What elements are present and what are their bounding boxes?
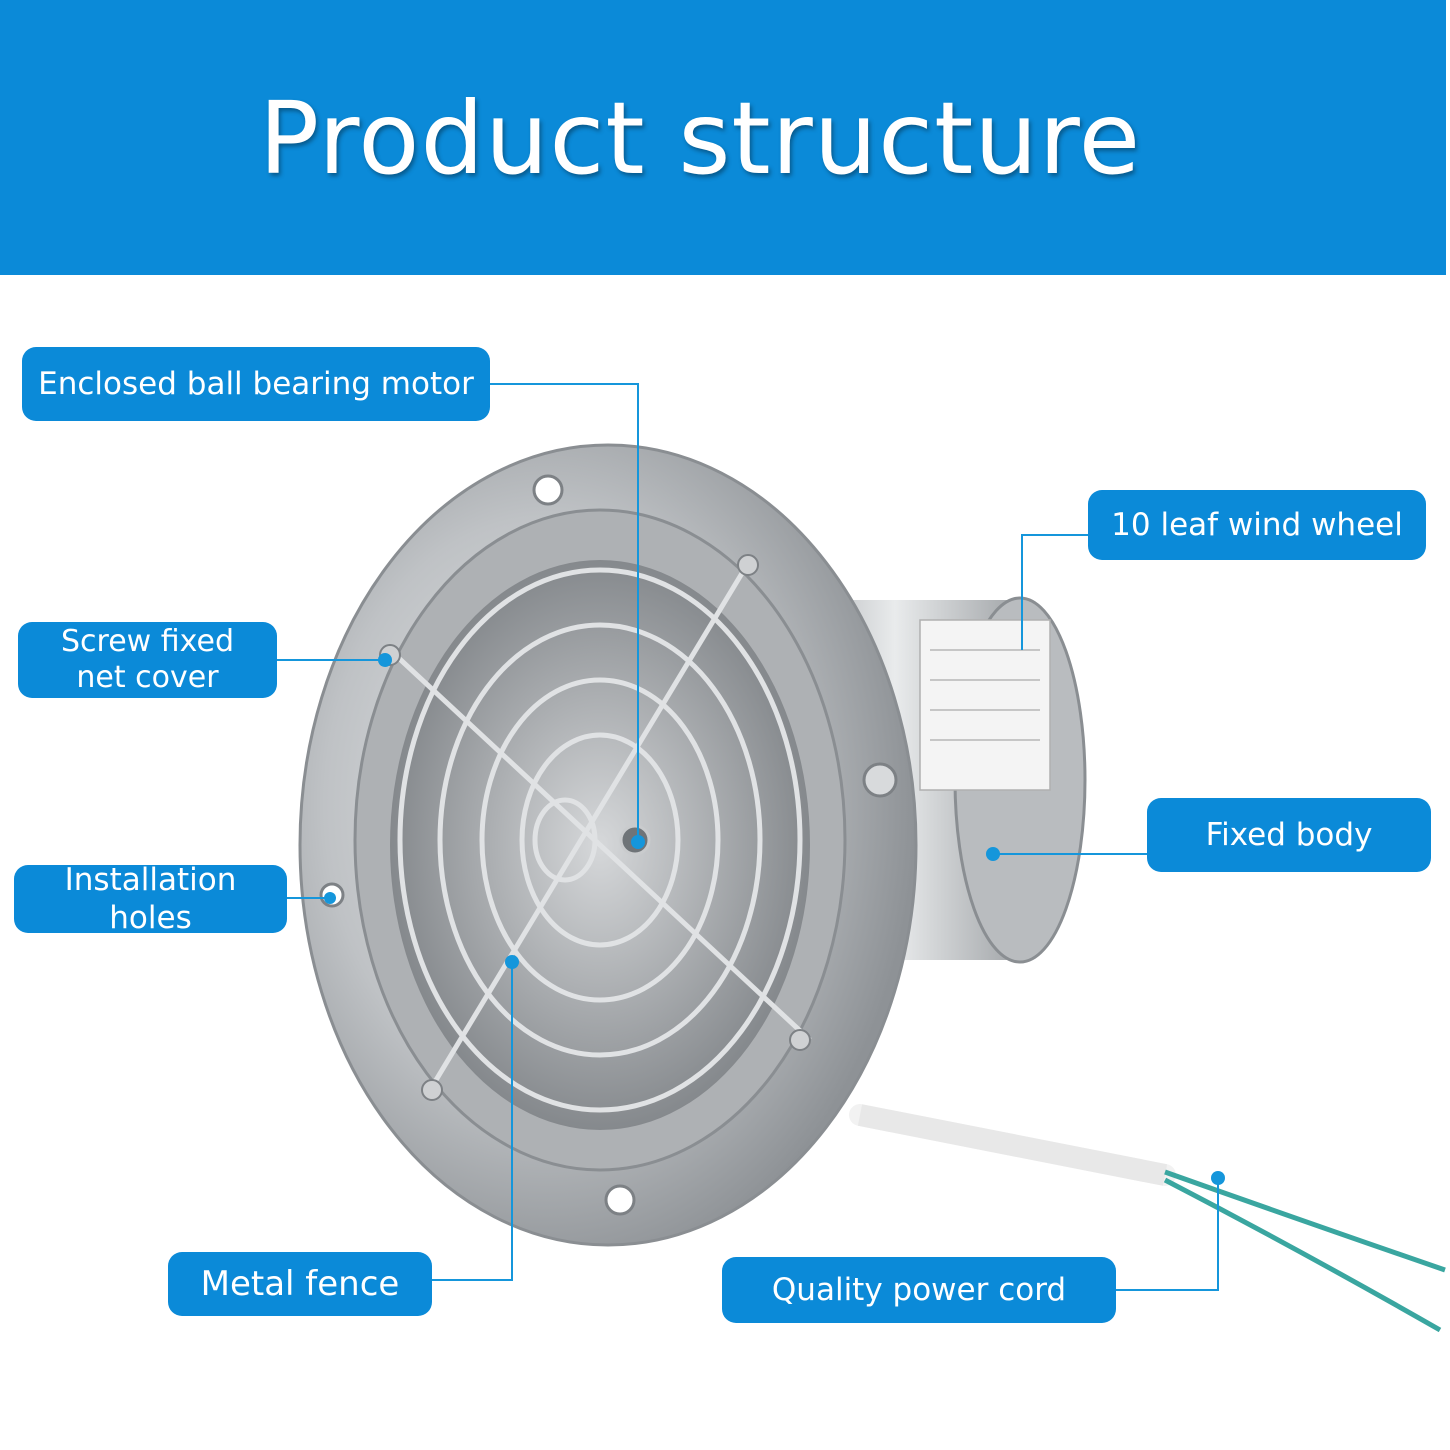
mounting-hole-icon [604, 1184, 636, 1216]
screw-icon [862, 762, 898, 798]
fan-flange [298, 443, 918, 1247]
callout-enclosed-motor: Enclosed ball bearing motor [22, 347, 490, 421]
page-title: Product structure [258, 80, 1142, 197]
callout-installation-holes: Installation holes [14, 862, 287, 936]
rating-label [919, 619, 1051, 791]
callout-label: Enclosed ball bearing motor [38, 366, 474, 402]
callout-power-cord: Quality power cord [722, 1257, 1116, 1323]
guard-screws [379, 554, 811, 1101]
power-cord [849, 1104, 1446, 1333]
callout-label: Screw fixed net cover [61, 624, 234, 695]
callout-label: Metal fence [200, 1264, 400, 1304]
screw-icon [789, 1029, 811, 1051]
callout-screw-fixed-net-cover: Screw fixed net cover [18, 622, 277, 698]
leader-lines [277, 383, 1219, 1291]
callout-label: Fixed body [1205, 817, 1373, 853]
leader-dots [324, 653, 1225, 1185]
callout-label: 10 leaf wind wheel [1111, 507, 1403, 543]
callout-label: Installation holes [64, 862, 237, 936]
mounting-hole-icon [532, 474, 564, 506]
callout-fixed-body: Fixed body [1147, 798, 1431, 872]
header-banner: Product structure [0, 0, 1446, 275]
callout-leaf-wind-wheel: 10 leaf wind wheel [1088, 490, 1426, 560]
callout-metal-fence: Metal fence [168, 1252, 432, 1316]
callout-label: Quality power cord [771, 1272, 1067, 1308]
screw-icon [737, 554, 759, 576]
screw-icon [421, 1079, 443, 1101]
wire-guard [388, 558, 812, 1113]
